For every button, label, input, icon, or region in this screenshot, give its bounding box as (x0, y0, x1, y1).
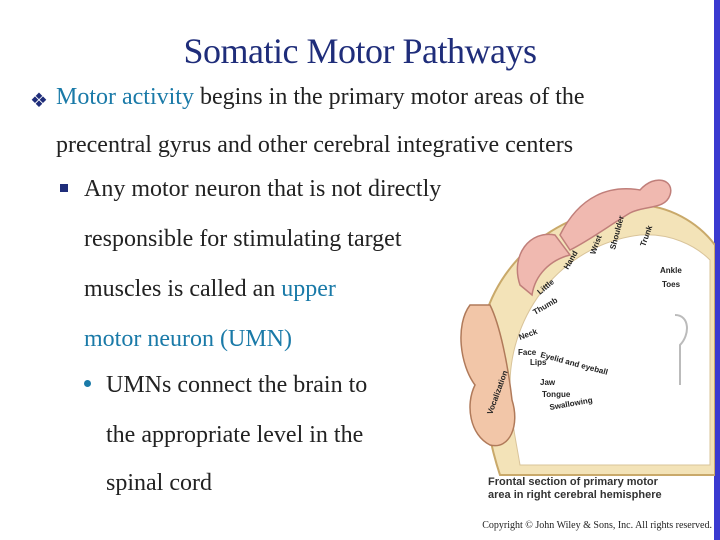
svg-text:Jaw: Jaw (540, 378, 556, 387)
bullet2-line1: Any motor neuron that is not directly (84, 176, 442, 202)
bullet2-highlight-upper: upper (281, 276, 336, 302)
round-bullet-icon (84, 380, 91, 387)
svg-text:Lips: Lips (530, 358, 547, 367)
bullet1-line2: precentral gyrus and other cerebral inte… (56, 132, 574, 158)
bullet3-line3: spinal cord (106, 470, 212, 496)
bullet3-line2: the appropriate level in the (106, 422, 364, 448)
bullet2-line3: muscles is called an upper (84, 276, 336, 303)
slide-edge-bar (714, 0, 720, 540)
figure-caption-line1: Frontal section of primary motor (488, 476, 658, 488)
bullet1-line1: Motor activity begins in the primary mot… (56, 84, 585, 111)
figure-caption-line2: area in right cerebral hemisphere (488, 489, 662, 501)
bullet2-line4: motor neuron (UMN) (84, 326, 292, 352)
slide-title: Somatic Motor Pathways (183, 31, 537, 71)
figure-caption: Frontal section of primary motor area in… (488, 476, 662, 502)
bullet2-line2: responsible for stimulating target (84, 226, 402, 252)
bullet1-highlight: Motor activity (56, 84, 194, 110)
svg-text:Ankle: Ankle (660, 266, 682, 275)
svg-text:Face: Face (518, 348, 537, 357)
svg-text:Toes: Toes (662, 280, 681, 289)
bullet2-line3-pre: muscles is called an (84, 276, 282, 302)
diamond-bullet-icon: ❖ (30, 90, 48, 112)
copyright-notice: Copyright © John Wiley & Sons, Inc. All … (482, 520, 712, 531)
bullet1-line1-rest: begins in the primary motor areas of the (193, 84, 585, 110)
square-bullet-icon (60, 184, 68, 192)
bullet3-line1: UMNs connect the brain to (106, 372, 368, 398)
motor-homunculus-figure: Hand Wrist Shoulder Trunk Ankle Toes Lit… (460, 179, 715, 476)
svg-text:Tongue: Tongue (542, 390, 571, 399)
